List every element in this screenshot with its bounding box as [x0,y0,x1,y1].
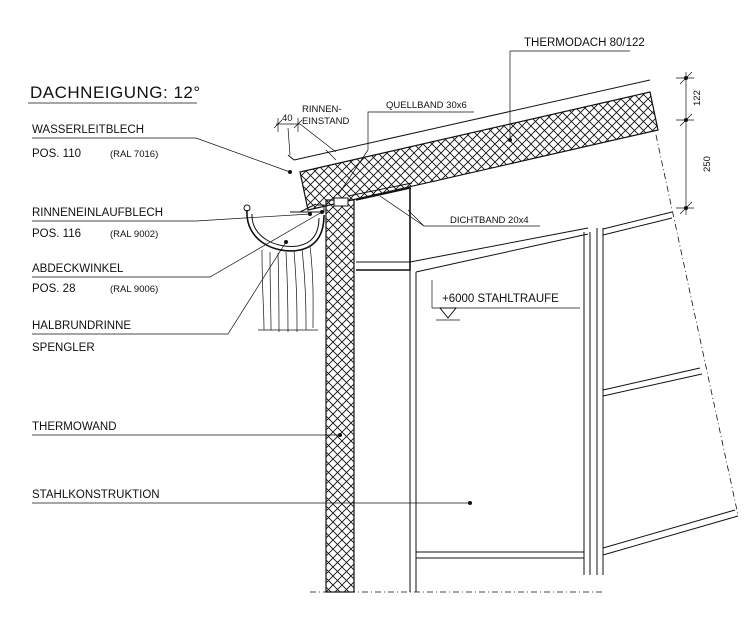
label-pos28: POS. 28 [32,283,75,295]
label-ral7016: (RAL 7016) [110,149,158,160]
roof-pitch-title: DACHNEIGUNG: 12° [30,83,201,102]
label-abdeckwinkel: ABDECKWINKEL [32,263,124,275]
rinnen-label-1: RINNEN- [302,104,342,115]
leader-rinneneinlaufblech [32,213,311,222]
roof-panel [287,79,659,211]
label-stahlkonstruktion: STAHLKONSTRUKTION [32,489,160,501]
level-marker [438,307,458,319]
eave-closure [333,182,413,271]
label-pos116: POS. 116 [32,228,81,240]
label-stahltraufe: +6000 STAHLTRAUFE [442,293,559,305]
label-quellband: QUELLBAND 30x6 [386,100,467,111]
label-dichtband: DICHTBAND 20x4 [450,215,529,226]
dim-250: 250 [702,156,713,172]
label-spengler: SPENGLER [32,342,95,354]
label-halbrundrinne: HALBRUNDRINNE [32,320,131,332]
label-rinneneinlaufblech: RINNENEINLAUFBLECH [32,207,163,219]
label-ral9006: (RAL 9006) [110,284,158,295]
dimension-gutter-inset: 40 RINNEN- EINSTAND [273,104,349,161]
wall-panel [325,199,355,593]
label-pos110: POS. 110 [32,148,81,160]
leader-abdeckwinkel [32,211,323,278]
half-round-gutter [243,203,325,333]
dim-40: 40 [282,113,293,124]
rinnen-label-2: EINSTAND [302,116,349,127]
label-ral9002: (RAL 9002) [110,229,158,240]
label-thermodach: THERMODACH 80/122 [524,37,645,49]
dimension-chain-right: 122 250 [676,71,713,215]
leader-quellband [367,111,474,150]
label-wasserleitblech: WASSERLEITBLECH [32,124,144,136]
label-thermowand: THERMOWAND [32,421,117,433]
leader-wasserleitblech [32,137,291,173]
steel-structure [310,134,739,593]
leader-halbrundrinne [32,241,287,335]
dim-122: 122 [692,90,703,106]
leader-thermodach [509,50,630,140]
